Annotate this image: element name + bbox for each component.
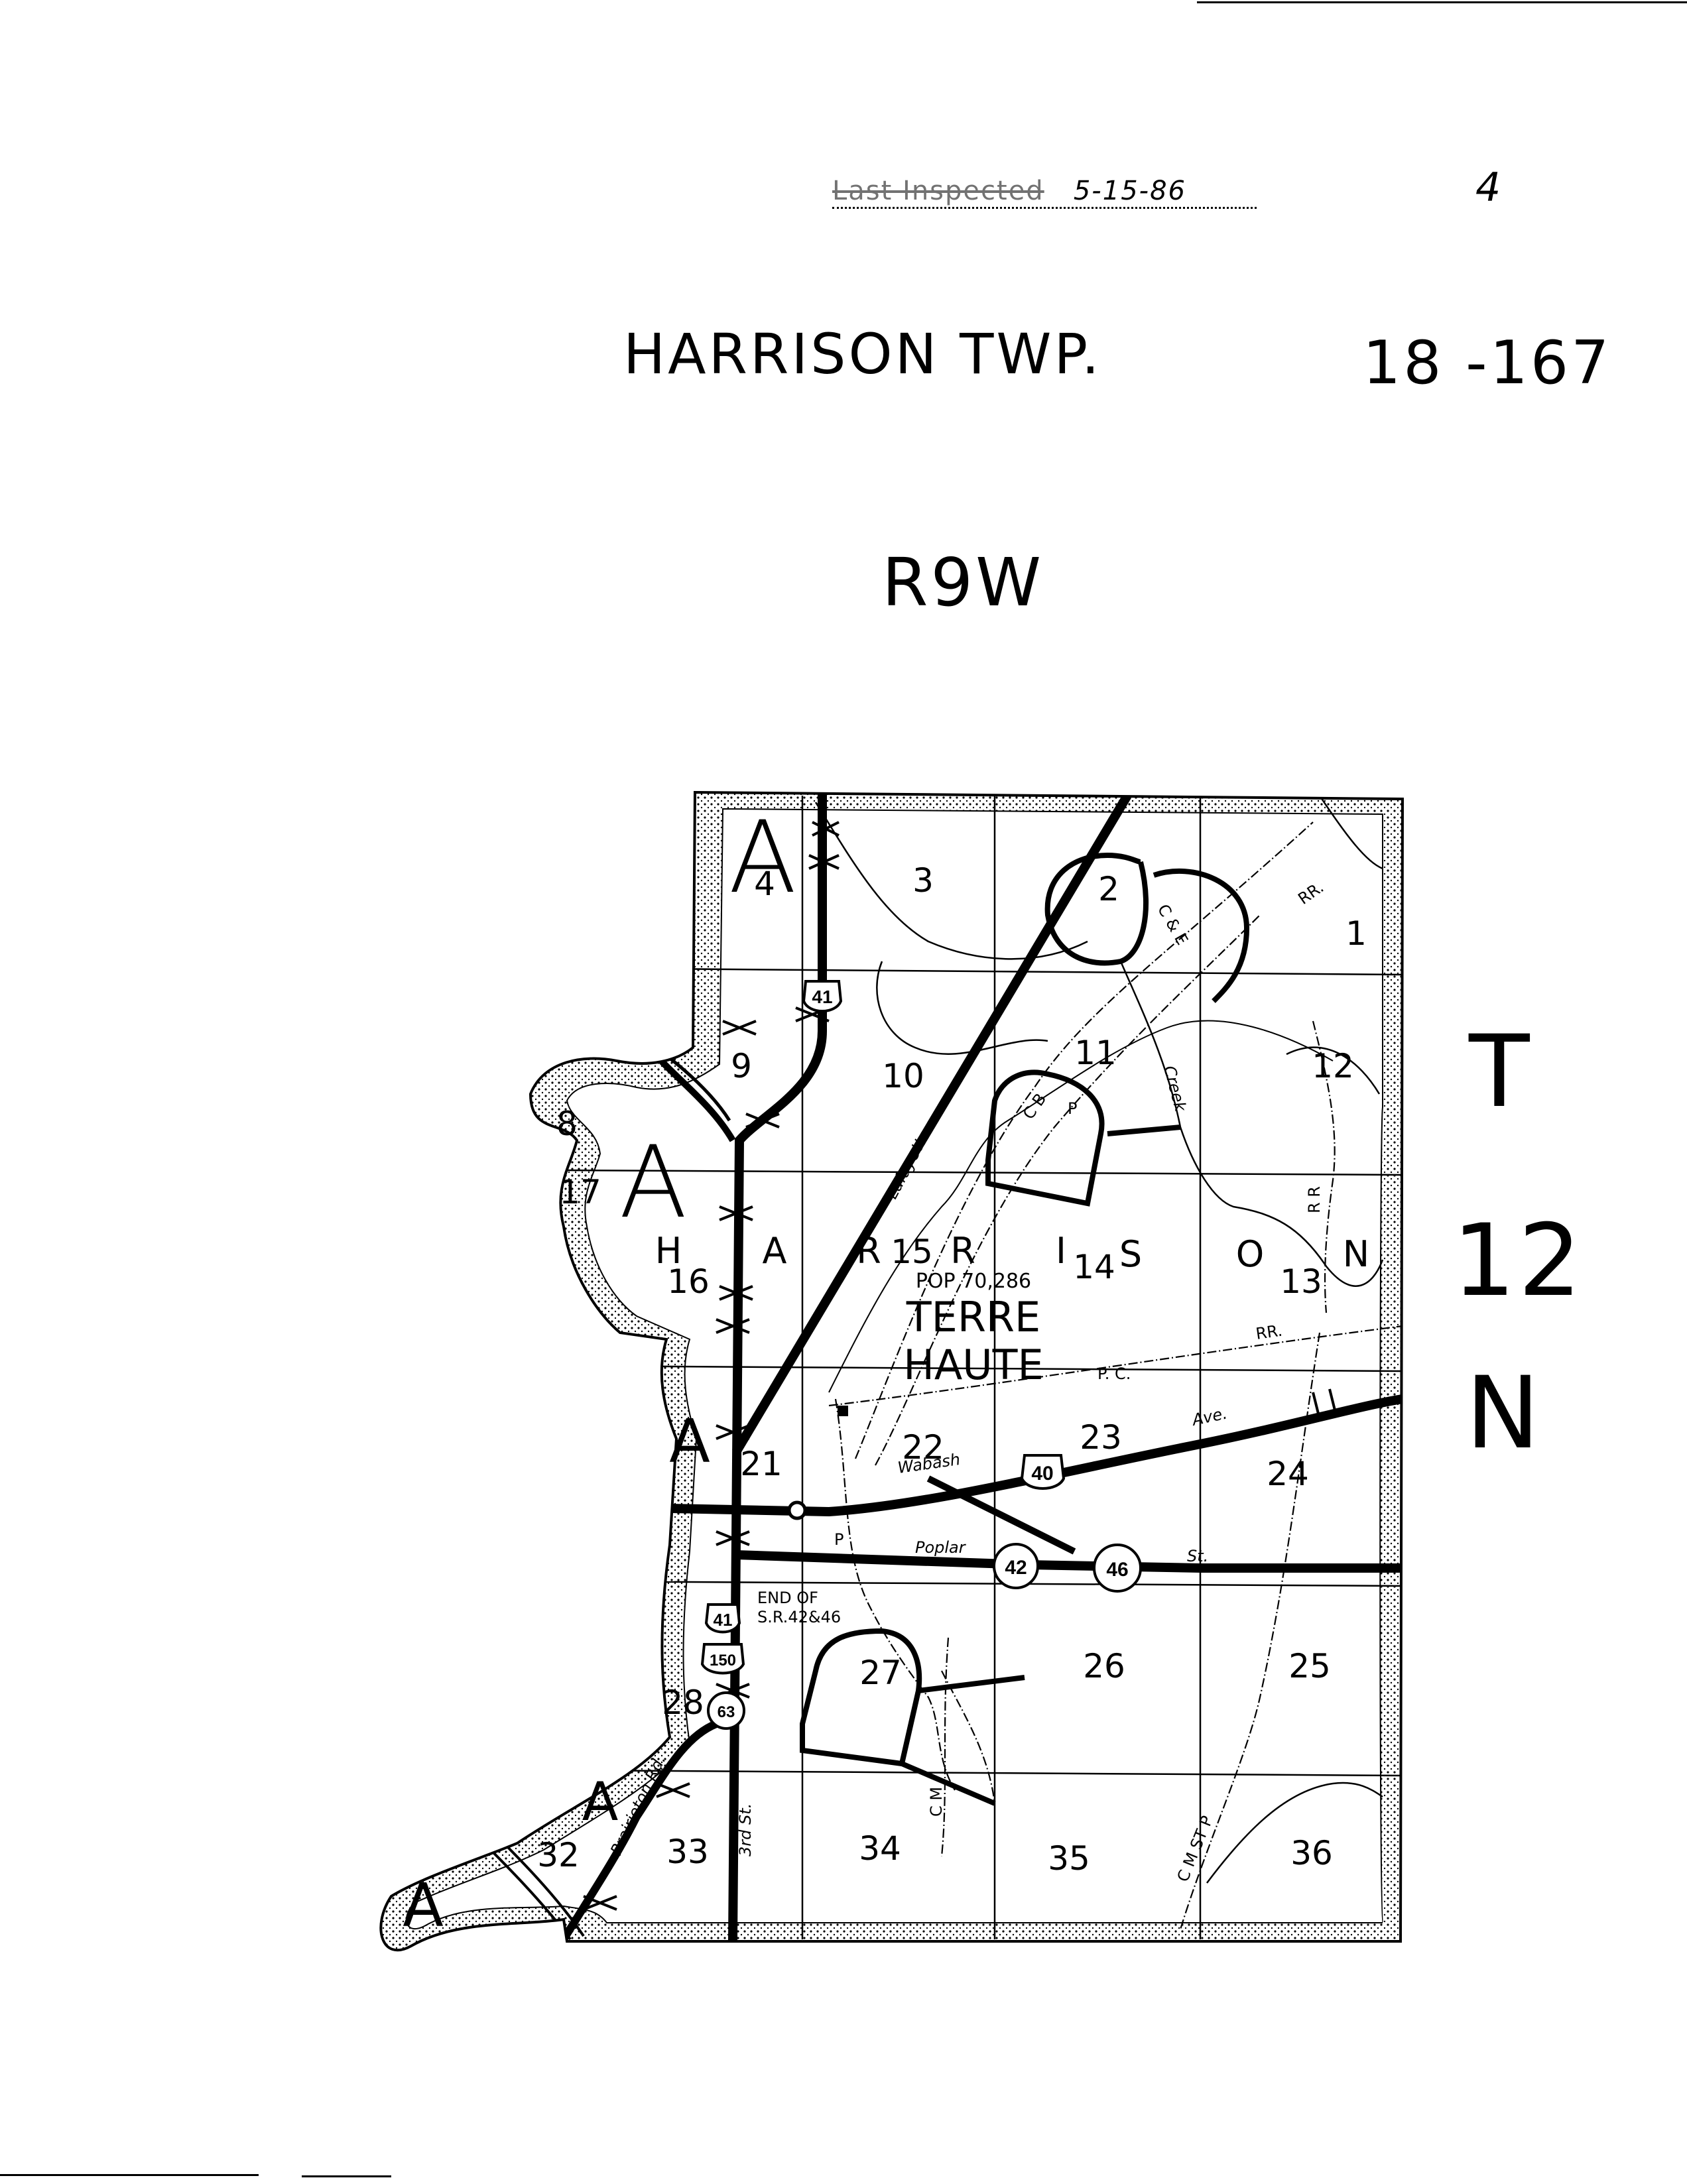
section-34: 34 [859,1829,901,1868]
city-label: POP 70,286 TERRE HAUTE [903,1270,1043,1389]
section-32: 32 [537,1836,580,1874]
section-13: 13 [1280,1262,1322,1301]
name-letter-o: O [1236,1233,1265,1275]
name-letter-s: S [1119,1233,1142,1275]
section-grid [563,796,1403,1939]
section-17: 17 [559,1173,601,1211]
p-label-south: P [834,1530,844,1549]
shield-46-label: 46 [1106,1559,1128,1581]
bottom-edge-line-right [302,2175,391,2177]
township-title: HARRISON TWP. [623,322,1102,387]
city-name-haute: HAUTE [903,1341,1043,1389]
page-number: 4 [1475,164,1504,211]
us-41-shield-north: 41 [802,980,843,1012]
shield-41-north-label: 41 [812,987,832,1007]
shield-42-label: 42 [1005,1557,1027,1579]
shield-40-label: 40 [1031,1463,1053,1485]
population-label: POP 70,286 [916,1270,1031,1293]
inspection-stamp: Last Inspected 5-15-86 [832,176,1186,206]
township-code: 18 -167 [1363,328,1612,398]
section-1: 1 [1345,914,1367,953]
section-9: 9 [731,1047,752,1085]
rr-label-vertical: R R [1305,1186,1324,1213]
name-letter-h: H [655,1230,682,1272]
township-number: 12 [1452,1203,1584,1319]
route-shields: 41 40 42 46 41 150 63 [700,980,1142,1730]
section-23: 23 [1080,1418,1122,1457]
label-3rd-st: 3rd St. [736,1803,755,1856]
junction-square [838,1406,848,1416]
stippled-boundary [379,790,1405,1952]
us-40-shield: 40 [1020,1454,1066,1490]
note-line-2: S.R.42&46 [757,1608,841,1626]
section-4: 4 [754,865,775,903]
section-36: 36 [1290,1834,1333,1872]
section-24: 24 [1267,1455,1309,1493]
end-of-route-note: END OF S.R.42&46 [757,1589,841,1626]
section-12: 12 [1312,1047,1354,1085]
label-poplar: Poplar [915,1538,967,1557]
section-26: 26 [1083,1647,1125,1685]
name-letter-i: I [1056,1230,1066,1272]
top-edge-line [1197,1,1687,3]
section-11: 11 [1074,1034,1117,1072]
section-25: 25 [1288,1647,1331,1685]
label-st: St. [1187,1547,1208,1565]
cm-label: C M [927,1787,946,1817]
section-10: 10 [882,1057,924,1095]
city-outline [828,1020,1334,1393]
shield-63-label: 63 [718,1703,735,1721]
section-16: 16 [667,1262,710,1301]
name-letter-r2: R [950,1230,975,1272]
name-letter-a: A [763,1230,787,1272]
junction-dot [787,1500,807,1520]
p-label-north: P [1068,1099,1077,1118]
note-line-1: END OF [757,1589,818,1607]
sr-63-shield: 63 [707,1691,745,1730]
city-limit-loops [800,852,1250,1806]
us-41-shield-south: 41 [704,1603,741,1634]
section-35: 35 [1048,1839,1090,1878]
township-letter-t: T [1469,1014,1532,1130]
shield-150-label: 150 [710,1652,736,1669]
section-numbers: 1 2 3 4 8 9 10 11 12 13 14 15 16 17 21 2… [537,861,1367,1878]
section-27: 27 [859,1654,902,1692]
interchange-ticks [583,821,1338,1911]
section-8: 8 [556,1105,578,1143]
name-letter-n: N [1343,1233,1369,1275]
area-marker-a-west: A [619,1125,688,1241]
stamp-label: Last Inspected [832,176,1044,206]
section-3: 3 [912,861,934,900]
section-14: 14 [1073,1248,1115,1286]
township-letter-n: N [1466,1356,1543,1471]
sr-46-shield: 46 [1093,1544,1142,1593]
rr-label-east: RR. [1255,1321,1284,1343]
area-marker-a-north: A [729,800,797,916]
section-2: 2 [1098,870,1119,908]
area-marker-a-south: A [582,1771,619,1833]
section-33: 33 [666,1833,709,1871]
shield-41-south-label: 41 [714,1610,733,1630]
city-name-terre: TERRE [906,1293,1040,1341]
creek-lines [814,795,1384,1884]
section-22: 22 [902,1428,944,1467]
bottom-edge-line-left [0,2174,259,2176]
highways [560,792,1403,1942]
township-name: H A R R I S O N [655,1230,1370,1275]
section-15: 15 [891,1233,933,1271]
area-marker-a-corner: A [403,1871,444,1941]
area-markers: A A A A A [403,800,796,1941]
range-label: R9W [882,544,1044,621]
sr-42-shield: 42 [993,1543,1039,1589]
us-150-shield: 150 [700,1643,745,1675]
area-marker-a-center: A [669,1407,710,1477]
section-28: 28 [662,1683,704,1722]
name-letter-r1: R [856,1230,881,1272]
stamp-underline [832,207,1257,209]
pc-label: P. C. [1097,1365,1131,1383]
stamp-date: 5-15-86 [1073,176,1186,206]
section-21: 21 [740,1445,782,1483]
